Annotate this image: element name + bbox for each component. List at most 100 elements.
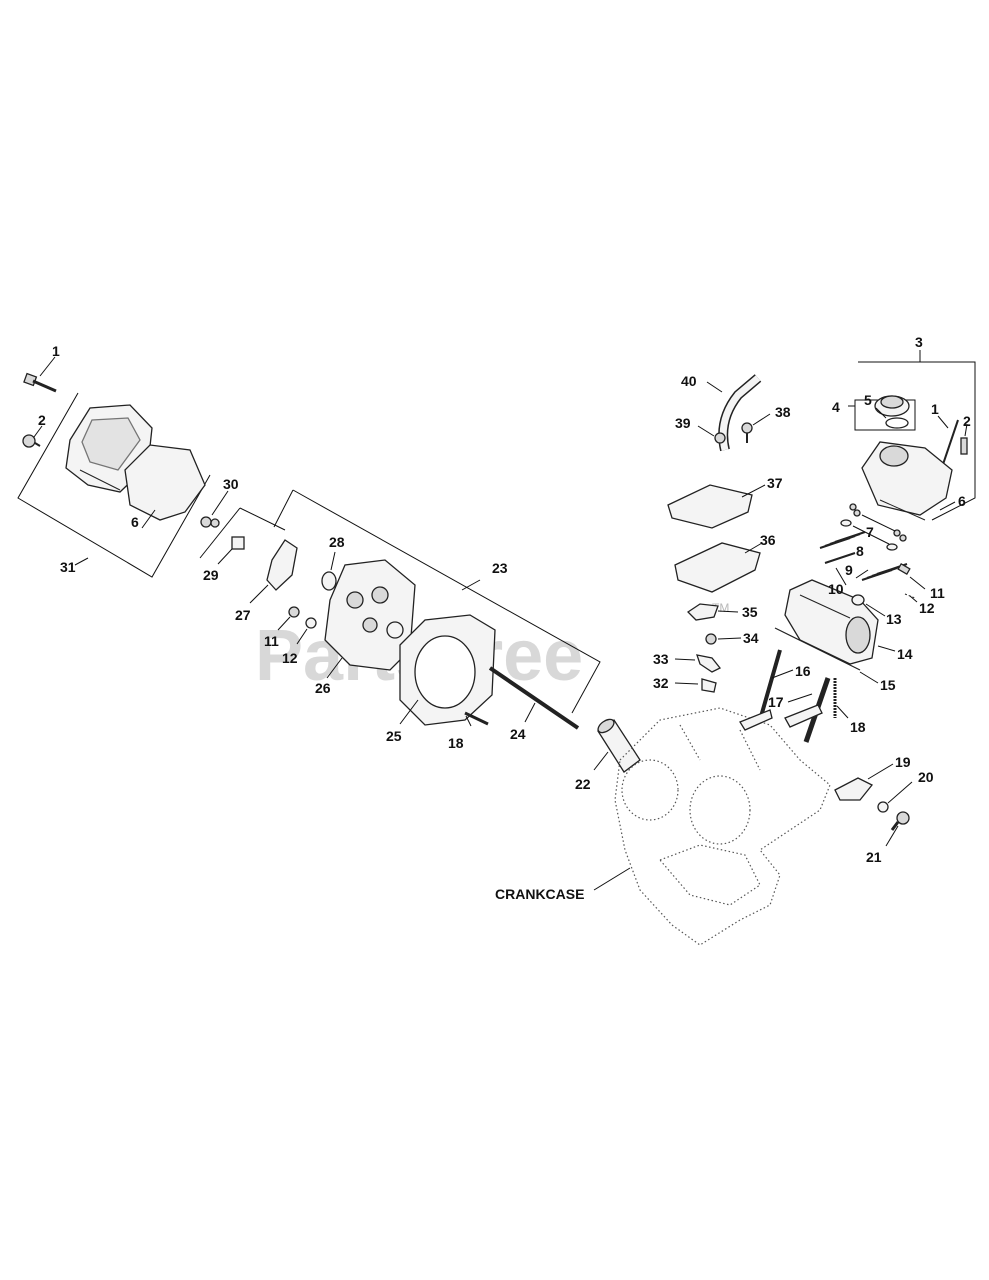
bracket-27b xyxy=(239,507,286,531)
callout-31[interactable]: 31 xyxy=(60,559,76,575)
callout-1a[interactable]: 1 xyxy=(52,343,60,359)
callout-12a[interactable]: 12 xyxy=(282,650,298,666)
callout-25[interactable]: 25 xyxy=(386,728,402,744)
callout-39[interactable]: 39 xyxy=(675,415,691,431)
pivot-part-29[interactable] xyxy=(231,536,245,550)
callout-14[interactable]: 14 xyxy=(897,646,913,662)
screw-part-34[interactable] xyxy=(705,633,717,645)
leader-35 xyxy=(717,610,739,613)
head-gasket-part-25[interactable] xyxy=(399,614,496,726)
callout-30[interactable]: 30 xyxy=(223,476,239,492)
clamp-part-39[interactable] xyxy=(714,432,726,444)
retainer-part-8[interactable] xyxy=(840,519,898,551)
callout-12b[interactable]: 12 xyxy=(919,600,935,616)
leader-6b xyxy=(939,501,956,511)
callout-23[interactable]: 23 xyxy=(492,560,508,576)
leader-11a xyxy=(277,616,291,631)
leader-13 xyxy=(865,603,886,617)
callout-9[interactable]: 9 xyxy=(845,562,853,578)
bracket-27a xyxy=(199,507,241,559)
push-rod-part-24[interactable] xyxy=(488,666,580,730)
tappet-part-22[interactable] xyxy=(596,717,641,773)
nut-part-11a[interactable] xyxy=(288,606,300,618)
callout-2b[interactable]: 2 xyxy=(963,413,971,429)
callout-28[interactable]: 28 xyxy=(329,534,345,550)
callout-5[interactable]: 5 xyxy=(864,392,872,408)
callout-1b[interactable]: 1 xyxy=(931,401,939,417)
callout-36[interactable]: 36 xyxy=(760,532,776,548)
gasket-part-6[interactable] xyxy=(124,444,206,521)
washer-part-20[interactable] xyxy=(877,801,889,813)
callout-27[interactable]: 27 xyxy=(235,607,251,623)
screw-part-21[interactable] xyxy=(890,811,910,831)
leader-12a xyxy=(296,628,308,645)
callout-11a[interactable]: 11 xyxy=(264,633,279,649)
callout-4[interactable]: 4 xyxy=(832,399,840,415)
seal-part-11b[interactable] xyxy=(897,563,911,575)
rocker-arm-part-27[interactable] xyxy=(266,539,298,591)
o-ring-part-5[interactable] xyxy=(885,417,909,429)
callout-3[interactable]: 3 xyxy=(915,334,923,350)
callout-11b[interactable]: 11 xyxy=(930,585,945,601)
breather-hose-part-40[interactable] xyxy=(718,374,762,452)
callout-22[interactable]: 22 xyxy=(575,776,591,792)
washer-part-12a[interactable] xyxy=(305,617,317,629)
callout-13[interactable]: 13 xyxy=(886,611,902,627)
callout-40[interactable]: 40 xyxy=(681,373,697,389)
callout-6b[interactable]: 6 xyxy=(958,493,966,509)
callout-32[interactable]: 32 xyxy=(653,675,669,691)
washer-part-2b[interactable] xyxy=(960,437,968,455)
leader-12b xyxy=(909,595,918,603)
callout-6a[interactable]: 6 xyxy=(131,514,139,530)
callout-10[interactable]: 10 xyxy=(828,581,844,597)
stud-part-18a[interactable] xyxy=(464,711,489,726)
crankcase-outline xyxy=(614,707,831,946)
oil-cap-part[interactable] xyxy=(874,395,910,417)
callout-16[interactable]: 16 xyxy=(795,663,811,679)
callout-17[interactable]: 17 xyxy=(768,694,784,710)
guide-part-13[interactable] xyxy=(851,594,865,606)
bolt-part-1[interactable] xyxy=(23,372,57,393)
valve-part-16[interactable] xyxy=(739,649,782,731)
gasket-part-15[interactable] xyxy=(774,627,861,671)
callout-38[interactable]: 38 xyxy=(775,404,791,420)
screw-part-38[interactable] xyxy=(741,422,753,443)
guide-part-28[interactable] xyxy=(321,571,337,591)
spring-part-9[interactable] xyxy=(819,531,908,581)
callout-2a[interactable]: 2 xyxy=(38,412,46,428)
callout-35[interactable]: 35 xyxy=(742,604,758,620)
leader-9 xyxy=(855,569,869,579)
callout-8[interactable]: 8 xyxy=(856,543,864,559)
keepers-part-7[interactable] xyxy=(849,503,907,542)
nut-part-30[interactable] xyxy=(200,516,220,528)
callout-20[interactable]: 20 xyxy=(918,769,934,785)
callout-15[interactable]: 15 xyxy=(880,677,896,693)
callout-21[interactable]: 21 xyxy=(866,849,882,865)
callout-29[interactable]: 29 xyxy=(203,567,219,583)
washer-part-2[interactable] xyxy=(22,434,41,448)
crankcase-label: CRANKCASE xyxy=(495,886,584,902)
reed-part-35[interactable] xyxy=(686,603,719,621)
bracket-part-19[interactable] xyxy=(834,777,874,801)
leader-8 xyxy=(852,525,890,545)
callout-19[interactable]: 19 xyxy=(895,754,911,770)
valve-cover-part-right[interactable] xyxy=(861,441,953,516)
callout-7[interactable]: 7 xyxy=(866,524,874,540)
filter-part-32[interactable] xyxy=(701,678,717,693)
group-bracket-23 xyxy=(292,489,601,714)
valve-part-17[interactable] xyxy=(784,677,831,743)
breather-gasket-part-36[interactable] xyxy=(674,542,761,593)
breather-cover-part-37[interactable] xyxy=(667,484,753,529)
leader-6a xyxy=(141,509,156,529)
gasket-part-6b[interactable] xyxy=(879,499,926,521)
retainer-part-33[interactable] xyxy=(696,654,722,673)
callout-34[interactable]: 34 xyxy=(743,630,759,646)
bracket-23b xyxy=(273,489,294,528)
callout-33[interactable]: 33 xyxy=(653,651,669,667)
leader-2b xyxy=(964,423,968,437)
callout-24[interactable]: 24 xyxy=(510,726,526,742)
callout-37[interactable]: 37 xyxy=(767,475,783,491)
callout-18b[interactable]: 18 xyxy=(850,719,866,735)
callout-18a[interactable]: 18 xyxy=(448,735,464,751)
callout-26[interactable]: 26 xyxy=(315,680,331,696)
